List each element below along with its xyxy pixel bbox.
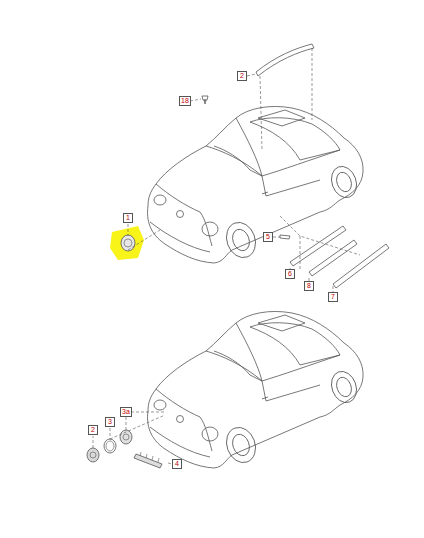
- callout-number: 4: [172, 459, 182, 469]
- callout-number: 2: [237, 71, 247, 81]
- callout-number: 3a: [120, 407, 132, 417]
- callout-number: 8: [304, 281, 314, 291]
- callout-number: 18: [179, 96, 191, 106]
- callout-number: 1: [123, 213, 133, 223]
- callout-number: 2: [88, 425, 98, 435]
- callout-number: 7: [328, 292, 338, 302]
- callout-number: 5: [263, 232, 273, 242]
- callout-number: 3: [105, 417, 115, 427]
- callout-number: 6: [285, 269, 295, 279]
